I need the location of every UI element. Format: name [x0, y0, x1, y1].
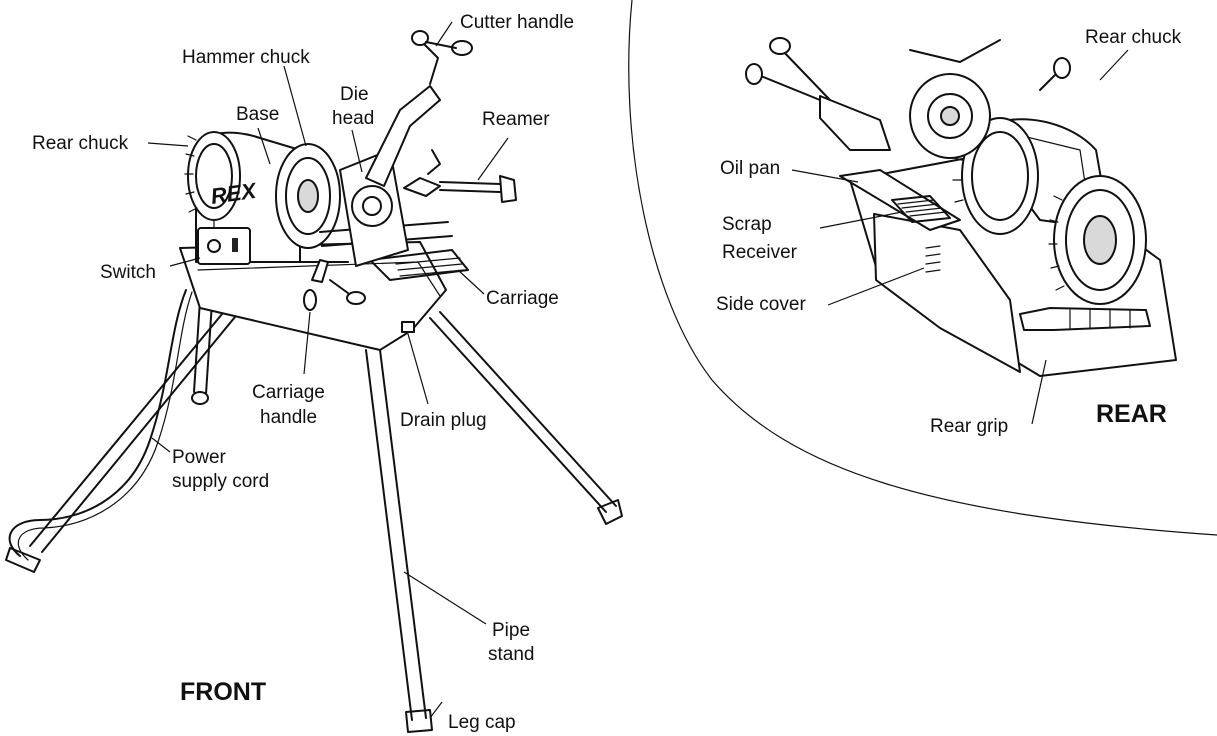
front-machine-illustration: REX [5, 30, 623, 733]
pipe-stand-legs [5, 299, 623, 733]
front-hammer-chuck [275, 143, 341, 249]
label-oil-pan: Oil pan [720, 158, 780, 179]
label-rear-chuck-front: Rear chuck [32, 133, 129, 154]
rear-labels: Rear chuck Oil pan Scrap Receiver Side c… [716, 27, 1182, 437]
front-die-head [339, 149, 409, 267]
label-die-head-2: head [332, 108, 374, 129]
label-hammer-chuck: Hammer chuck [182, 47, 310, 68]
view-title-rear: REAR [1096, 400, 1167, 428]
label-power-cord-2: supply cord [172, 471, 269, 492]
label-leg-cap: Leg cap [448, 712, 516, 733]
label-rear-chuck-rear: Rear chuck [1085, 27, 1182, 48]
label-scrap-receiver-1: Scrap [722, 214, 772, 235]
label-drain-plug: Drain plug [400, 410, 487, 431]
front-reamer [403, 149, 517, 203]
front-carriage-handle [289, 259, 366, 311]
rear-scrap-receiver [891, 195, 951, 223]
label-switch: Switch [100, 262, 156, 283]
label-pipe-stand-1: Pipe [492, 620, 530, 641]
label-base: Base [236, 104, 279, 125]
label-pipe-stand-2: stand [488, 644, 534, 665]
label-reamer: Reamer [482, 109, 550, 130]
label-carriage: Carriage [486, 288, 559, 309]
rear-rear-chuck [1048, 175, 1147, 305]
front-leader-lines [147, 21, 509, 719]
front-drain-plug [401, 321, 415, 333]
view-title-front: FRONT [180, 678, 266, 706]
label-cutter-handle: Cutter handle [460, 12, 574, 33]
rear-side-cover [873, 213, 1021, 373]
label-scrap-receiver-2: Receiver [722, 242, 798, 263]
label-die-head-1: Die [340, 84, 369, 105]
front-rear-chuck [184, 131, 241, 221]
rear-machine-illustration [745, 37, 1177, 377]
front-cutter [365, 30, 473, 187]
view-divider-curve [628, 0, 1217, 536]
front-machine-body: REX [179, 30, 517, 351]
power-supply-cord [8, 289, 187, 557]
label-side-cover: Side cover [716, 294, 806, 315]
rear-die-head [909, 73, 991, 159]
label-rear-grip: Rear grip [930, 416, 1008, 437]
rear-grip [1019, 307, 1151, 331]
switch-panel [197, 227, 251, 265]
label-carriage-handle-1: Carriage [252, 382, 325, 403]
front-labels: Cutter handle Hammer chuck Die head Base… [32, 12, 574, 733]
label-carriage-handle-2: handle [260, 407, 317, 428]
label-power-cord-1: Power [172, 447, 227, 468]
rear-leader-lines [791, 49, 1129, 425]
